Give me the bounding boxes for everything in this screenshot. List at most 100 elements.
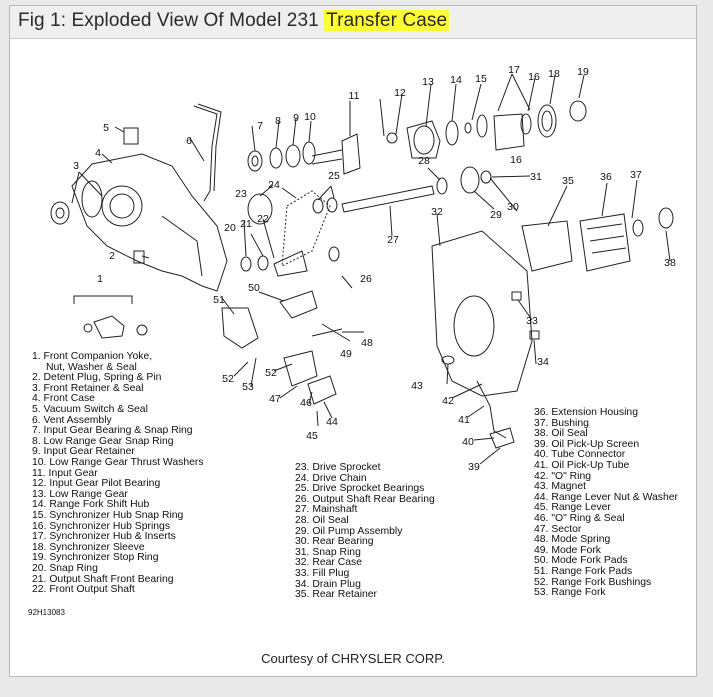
extension-housing bbox=[579, 213, 631, 272]
callout-38: 38 bbox=[664, 257, 676, 269]
legend-item: 19. Synchronizer Stop Ring bbox=[32, 552, 159, 564]
legend-item: 31. Snap Ring bbox=[295, 546, 361, 558]
callout-20: 20 bbox=[224, 222, 236, 234]
legend-item: 23. Drive Sprocket bbox=[295, 462, 381, 473]
callout-25: 25 bbox=[328, 170, 340, 182]
legend-item: 6. Vent Assembly bbox=[32, 414, 112, 426]
legend-item: 41. Oil Pick-Up Tube bbox=[534, 460, 630, 471]
legend-item: 20. Snap Ring bbox=[32, 563, 98, 574]
callout-52a: 52 bbox=[222, 373, 234, 385]
callout-2: 2 bbox=[109, 250, 115, 262]
legend-item: 24. Drive Chain bbox=[295, 472, 367, 484]
pilot-bearing bbox=[386, 132, 398, 144]
callout-11: 11 bbox=[348, 90, 360, 102]
title-bar: Fig 1: Exploded View Of Model 231 Transf… bbox=[10, 6, 696, 39]
legend-item: 47. Sector bbox=[534, 523, 582, 535]
callout-51: 51 bbox=[213, 294, 225, 306]
diagram-drawing bbox=[50, 73, 674, 465]
legend-item: 26. Output Shaft Rear Bearing bbox=[295, 493, 435, 505]
callout-3: 3 bbox=[73, 160, 79, 172]
drive-sprocket bbox=[247, 193, 273, 225]
callout-6: 6 bbox=[186, 135, 192, 147]
callout-23: 23 bbox=[235, 188, 247, 200]
callout-8: 8 bbox=[275, 115, 281, 127]
legend-item: 21. Output Shaft Front Bearing bbox=[32, 573, 174, 585]
callout-53: 53 bbox=[242, 381, 254, 393]
legend-item: 46. "O" Ring & Seal bbox=[534, 513, 625, 524]
oil-pump bbox=[460, 166, 480, 194]
callout-29: 29 bbox=[490, 209, 502, 221]
callout-43: 43 bbox=[411, 380, 423, 392]
callout-13: 13 bbox=[422, 76, 434, 88]
legend-item: 43. Magnet bbox=[534, 481, 586, 493]
callout-32: 32 bbox=[431, 206, 443, 218]
callout-34: 34 bbox=[537, 356, 549, 368]
callout-15: 15 bbox=[475, 73, 487, 85]
vacuum-switch bbox=[123, 127, 139, 145]
callout-37: 37 bbox=[630, 169, 642, 181]
callout-24: 24 bbox=[268, 179, 280, 191]
legend-item: 38. Oil Seal bbox=[534, 428, 588, 440]
bushing bbox=[632, 219, 644, 237]
oil-seal-rear bbox=[658, 207, 674, 229]
legend-item: 10. Low Range Gear Thrust Washers bbox=[32, 457, 204, 468]
callout-30: 30 bbox=[507, 201, 519, 213]
range-lever bbox=[307, 375, 337, 405]
legend-item: 29. Oil Pump Assembly bbox=[295, 525, 403, 537]
front-bearing bbox=[240, 256, 252, 272]
callout-1: 1 bbox=[97, 273, 103, 285]
legend-item: 7. Input Gear Bearing & Snap Ring bbox=[32, 425, 193, 437]
legend-item: 25. Drive Sprocket Bearings bbox=[295, 483, 425, 495]
legend-item: 39. Oil Pick-Up Screen bbox=[534, 438, 640, 450]
callout-48: 48 bbox=[361, 337, 373, 349]
legend-item: 53. Range Fork bbox=[534, 587, 606, 599]
callout-33: 33 bbox=[526, 315, 538, 327]
rear-retainer bbox=[521, 220, 573, 272]
legend-item: 2. Detent Plug, Spring & Pin bbox=[32, 372, 162, 384]
pickup-tube bbox=[476, 380, 507, 439]
callout-26: 26 bbox=[360, 273, 372, 285]
figure-title: Fig 1: Exploded View Of Model 231 Transf… bbox=[18, 10, 450, 32]
input-gear bbox=[341, 133, 361, 175]
front-output-shaft bbox=[273, 250, 308, 277]
front-retainer bbox=[50, 201, 70, 225]
legend-item: 37. Bushing bbox=[534, 417, 589, 429]
low-range-gear bbox=[406, 120, 441, 159]
sprocket-bearing bbox=[312, 198, 324, 214]
callout-47: 47 bbox=[269, 393, 281, 405]
rear-case bbox=[431, 230, 533, 397]
callout-17: 17 bbox=[508, 64, 520, 76]
legend-item: 35. Rear Retainer bbox=[295, 589, 378, 601]
sector bbox=[283, 350, 318, 387]
title-highlight: Transfer Case bbox=[324, 10, 450, 31]
title-prefix: Fig 1: Exploded View Of Model 231 bbox=[18, 10, 325, 31]
callout-44: 44 bbox=[326, 416, 338, 428]
drain-plug bbox=[529, 330, 540, 340]
legend-item: 16. Synchronizer Hub Springs bbox=[32, 520, 171, 532]
pickup-screen bbox=[489, 427, 515, 449]
mainshaft bbox=[341, 185, 435, 213]
oil-seal bbox=[436, 177, 448, 195]
callout-14: 14 bbox=[450, 74, 462, 86]
callout-12: 12 bbox=[394, 87, 406, 99]
callout-42: 42 bbox=[442, 395, 454, 407]
callout-27: 27 bbox=[387, 234, 399, 246]
thrust-washer bbox=[302, 141, 316, 165]
callout-16b: 16 bbox=[510, 154, 522, 166]
legend-item: 12. Input Gear Pilot Bearing bbox=[32, 478, 161, 490]
callout-28: 28 bbox=[418, 155, 430, 167]
exploded-diagram: 1 2 3 4 5 6 7 8 9 10 11 12 13 14 15 16 1… bbox=[12, 46, 694, 646]
callout-18: 18 bbox=[548, 68, 560, 80]
callout-49: 49 bbox=[340, 348, 352, 360]
legend-item: 42. "O" Ring bbox=[534, 470, 592, 482]
legend-item: 18. Synchronizer Sleeve bbox=[32, 541, 145, 553]
legend-item: 51. Range Fork Pads bbox=[534, 566, 633, 577]
legend-item: 28. Oil Seal bbox=[295, 515, 349, 526]
stop-ring bbox=[569, 100, 587, 122]
rear-bearing bbox=[480, 170, 492, 184]
callout-31: 31 bbox=[530, 171, 542, 183]
legend-item: 32. Rear Case bbox=[295, 557, 362, 569]
front-case-bore bbox=[101, 185, 143, 227]
callout-39: 39 bbox=[468, 461, 480, 473]
legend-item: 36. Extension Housing bbox=[534, 407, 638, 418]
